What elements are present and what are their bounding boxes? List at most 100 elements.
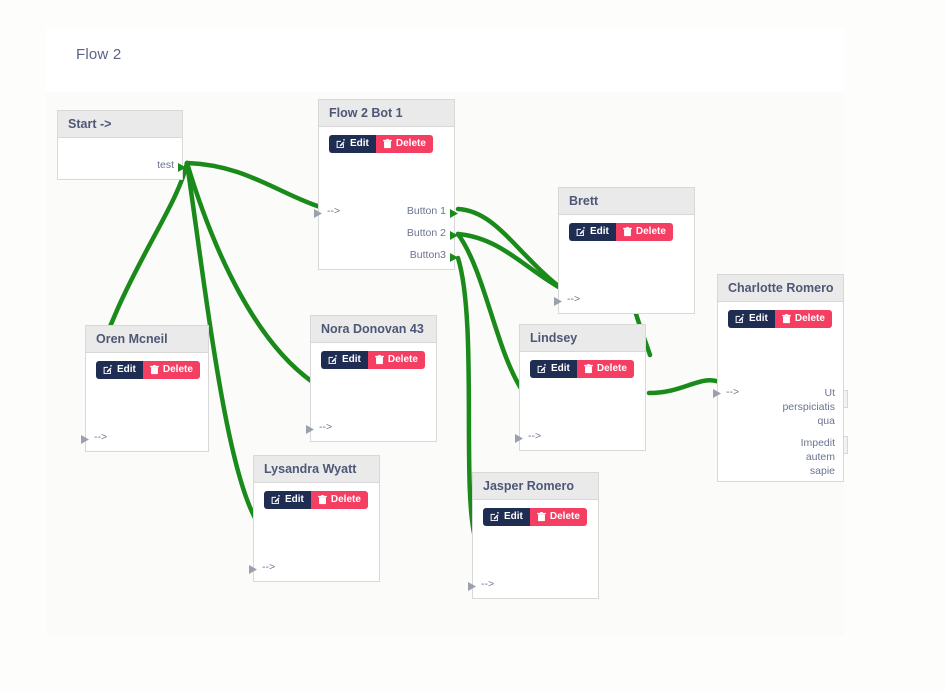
input-port-marker-icon[interactable]	[514, 431, 525, 443]
node-body-nora: Edit Delete -->	[306, 343, 436, 444]
edit-button-label: Edit	[285, 494, 304, 505]
node-actions-brett: Edit Delete	[559, 215, 694, 241]
port-row[interactable]: -->	[306, 416, 436, 438]
edit-button-label: Edit	[590, 226, 609, 237]
delete-button-label: Delete	[549, 511, 580, 522]
node-title-lysandra: Lysandra Wyatt	[254, 456, 379, 483]
delete-button[interactable]: Delete	[375, 135, 433, 153]
port-row[interactable]: -->	[515, 425, 645, 447]
delete-button[interactable]: Delete	[310, 491, 368, 509]
delete-button[interactable]: Delete	[615, 223, 673, 241]
input-port-marker-icon[interactable]	[248, 562, 259, 574]
input-port-label: -->	[262, 561, 276, 573]
node-actions-oren: Edit Delete	[86, 353, 208, 379]
node-title-jasper: Jasper Romero	[473, 473, 598, 500]
edit-button-label: Edit	[350, 138, 369, 149]
node-title-start: Start ->	[58, 111, 182, 138]
port-row[interactable]: -->	[554, 288, 694, 310]
input-port-marker-icon[interactable]	[553, 294, 564, 306]
edit-button[interactable]: Edit	[728, 310, 775, 328]
edit-button[interactable]: Edit	[321, 351, 368, 369]
pencil-square-icon	[576, 227, 586, 236]
edit-button[interactable]: Edit	[530, 360, 577, 378]
port-row[interactable]: Button 2	[319, 222, 458, 244]
input-port-marker-icon[interactable]	[313, 206, 324, 218]
input-port-marker-icon[interactable]	[467, 579, 478, 591]
node-start[interactable]: Start -> test	[57, 110, 186, 180]
output-port-marker-icon[interactable]	[449, 228, 460, 240]
edge-flow2bot1-button1-to-brett-in[interactable]	[455, 206, 565, 292]
node-actions-nora: Edit Delete	[311, 343, 436, 369]
edit-button[interactable]: Edit	[329, 135, 376, 153]
pencil-square-icon	[336, 139, 346, 148]
node-body-jasper: Edit Delete -->	[468, 500, 598, 601]
pencil-square-icon	[735, 314, 745, 323]
output-port-marker-icon[interactable]	[177, 160, 188, 172]
port-row[interactable]: test	[58, 154, 186, 176]
output-port-tab[interactable]	[843, 436, 848, 454]
node-ports-brett: -->	[554, 288, 694, 316]
delete-button-label: Delete	[635, 226, 666, 237]
input-port-marker-icon[interactable]	[712, 386, 723, 398]
output-port-label: test	[157, 159, 174, 171]
port-row[interactable]: -->	[81, 426, 208, 448]
node-body-lysandra: Edit Delete -->	[249, 483, 379, 584]
edge-start-test-to-flow2bot1-in[interactable]	[184, 160, 329, 212]
edit-button-label: Edit	[117, 364, 136, 375]
delete-button[interactable]: Delete	[576, 360, 634, 378]
node-actions-flow2bot1: Edit Delete	[319, 127, 454, 153]
edit-button[interactable]: Edit	[569, 223, 616, 241]
trash-icon	[318, 495, 327, 505]
node-title-nora: Nora Donovan 43	[311, 316, 436, 343]
edge-flow2bot1-button2-to-brett-in[interactable]	[455, 231, 565, 292]
delete-button[interactable]: Delete	[529, 508, 587, 526]
edit-button-label: Edit	[342, 354, 361, 365]
port-row[interactable]: -->	[468, 573, 598, 595]
delete-button-label: Delete	[162, 364, 193, 375]
input-port-label: -->	[726, 386, 740, 398]
output-port-marker-icon[interactable]	[449, 250, 460, 262]
input-port-label: -->	[528, 430, 542, 442]
node-title-oren: Oren Mcneil	[86, 326, 208, 353]
port-row[interactable]: -->	[249, 556, 379, 578]
input-port-marker-icon[interactable]	[80, 432, 91, 444]
node-title-lindsey: Lindsey	[520, 325, 645, 352]
edge-flow2bot1-button2-to-lindsey-in[interactable]	[455, 231, 527, 396]
edit-button[interactable]: Edit	[96, 361, 143, 379]
port-row[interactable]: Button3	[319, 244, 458, 266]
node-body-lindsey: Edit Delete -->	[515, 352, 645, 453]
input-port-label: -->	[327, 205, 341, 217]
port-row[interactable]: -->Button 1	[314, 200, 458, 222]
input-port-marker-icon[interactable]	[305, 422, 316, 434]
node-ports-lindsey: -->	[515, 425, 645, 453]
edit-button[interactable]: Edit	[483, 508, 530, 526]
pencil-square-icon	[328, 355, 338, 364]
delete-button[interactable]: Delete	[774, 310, 832, 328]
pencil-square-icon	[490, 512, 500, 521]
node-ports-nora: -->	[306, 416, 436, 444]
output-port-marker-icon[interactable]	[449, 206, 460, 218]
node-nora[interactable]: Nora Donovan 43 Edit Delete -->	[306, 315, 437, 444]
node-title-charlotte: Charlotte Romero	[718, 275, 843, 302]
output-port-tab[interactable]	[843, 390, 848, 408]
page-title: Flow 2	[76, 46, 122, 63]
delete-button[interactable]: Delete	[367, 351, 425, 369]
delete-button-label: Delete	[596, 363, 627, 374]
delete-button-label: Delete	[330, 494, 361, 505]
trash-icon	[782, 314, 791, 324]
delete-button[interactable]: Delete	[142, 361, 200, 379]
edit-button[interactable]: Edit	[264, 491, 311, 509]
